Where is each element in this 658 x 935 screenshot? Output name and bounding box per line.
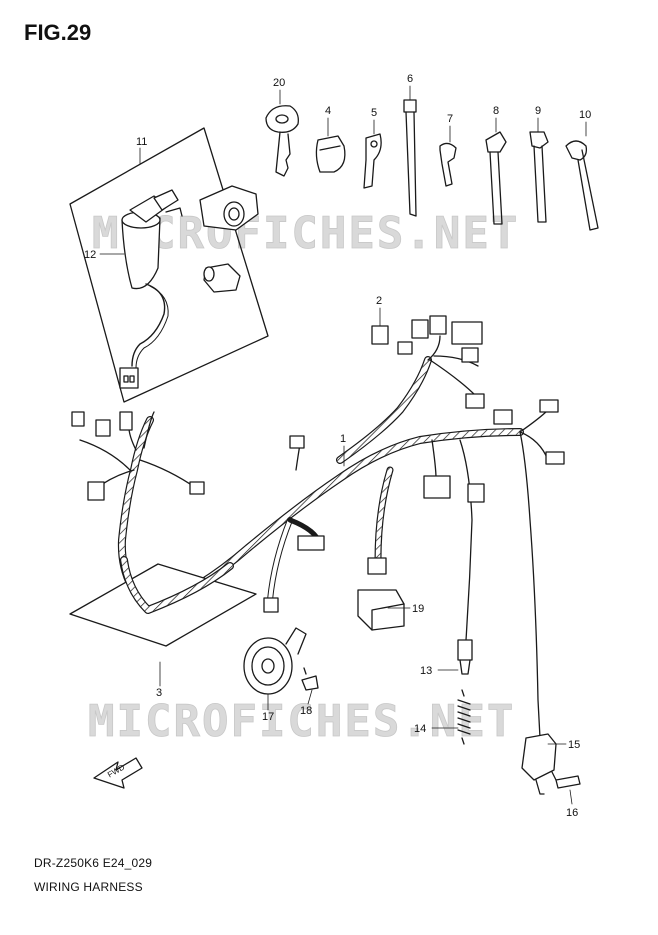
bolt-18 xyxy=(301,667,319,691)
watermark-bottom: MICROFICHES.NET xyxy=(88,696,515,747)
connector-g xyxy=(297,535,325,551)
ignition-kit-frame xyxy=(69,127,269,403)
connector-l xyxy=(429,315,447,335)
connector-b xyxy=(95,419,111,437)
figure-title: FIG.29 xyxy=(24,20,92,45)
relay-2 xyxy=(371,325,389,345)
footer-model-code: DR-Z250K6 E24_029 xyxy=(34,856,153,870)
connector-p xyxy=(493,409,513,425)
connector-t xyxy=(467,483,485,503)
connector-j xyxy=(397,341,413,355)
connector-m xyxy=(451,321,483,345)
label-19: 19 xyxy=(412,603,424,615)
connector-o xyxy=(465,393,485,409)
label-7: 7 xyxy=(447,113,453,125)
connector-h xyxy=(263,597,279,613)
clip-7 xyxy=(439,142,457,187)
starter-relay-19 xyxy=(357,589,405,631)
ignition-cap xyxy=(199,185,259,231)
band-10 xyxy=(565,140,599,231)
connector-n xyxy=(461,347,479,363)
label-20: 20 xyxy=(273,77,285,89)
ignition-switch xyxy=(119,189,183,389)
switch-13 xyxy=(457,639,473,675)
connector-f xyxy=(289,435,305,449)
label-6: 6 xyxy=(407,73,413,85)
connector-r xyxy=(545,451,565,465)
label-18: 18 xyxy=(300,705,312,717)
connector-k xyxy=(411,319,429,339)
fwd-arrow-icon xyxy=(93,757,143,789)
main-harness xyxy=(79,335,549,739)
connector-e xyxy=(189,481,205,495)
screw-16 xyxy=(551,771,581,789)
connector-s xyxy=(423,475,451,499)
label-17: 17 xyxy=(262,711,274,723)
watermark-top: MICROFICHES.NET xyxy=(92,208,519,259)
spring-14 xyxy=(457,689,471,745)
connector-i xyxy=(367,557,387,575)
label-3: 3 xyxy=(156,687,162,699)
label-1: 1 xyxy=(340,433,346,445)
connector-d xyxy=(87,481,105,501)
switch-15 xyxy=(521,733,557,795)
connector-q xyxy=(539,399,559,413)
label-2: 2 xyxy=(376,295,382,307)
leader-lines xyxy=(99,85,587,805)
label-13: 13 xyxy=(420,665,432,677)
label-12: 12 xyxy=(84,249,96,261)
part-labels: 11 12 20 4 5 6 7 8 9 10 2 1 3 19 17 18 1… xyxy=(84,73,591,819)
cable-tie-9 xyxy=(529,131,549,223)
horn-17 xyxy=(243,627,307,695)
cable-tie-8 xyxy=(485,131,507,225)
label-4: 4 xyxy=(325,105,331,117)
cable-tie-6 xyxy=(403,99,417,217)
clip-5 xyxy=(363,133,382,189)
label-16: 16 xyxy=(566,807,578,819)
ignition-key xyxy=(265,105,299,177)
label-14: 14 xyxy=(414,723,426,735)
label-9: 9 xyxy=(535,105,541,117)
clamp-4 xyxy=(315,135,346,173)
label-11: 11 xyxy=(136,136,147,148)
label-15: 15 xyxy=(568,739,580,751)
connector-a xyxy=(71,411,85,427)
connectors xyxy=(71,315,565,613)
connector-c xyxy=(119,411,133,431)
lock-cylinder xyxy=(203,263,241,293)
label-5: 5 xyxy=(371,107,377,119)
label-8: 8 xyxy=(493,105,499,117)
footer-section-name: WIRING HARNESS xyxy=(34,880,143,894)
label-10: 10 xyxy=(579,109,591,121)
